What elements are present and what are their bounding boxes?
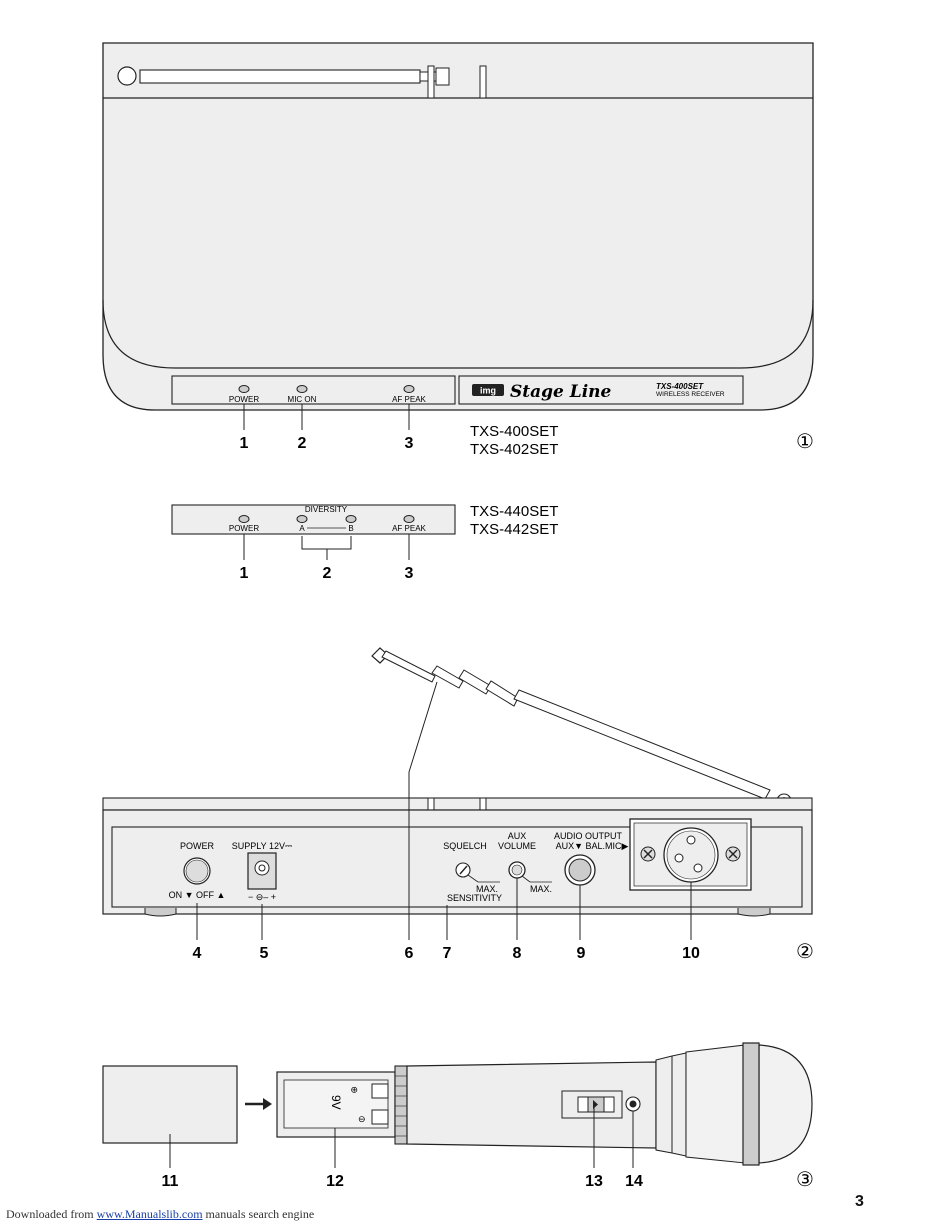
figure-3-marker: ③ [796, 1169, 814, 1191]
aux-label: AUX [508, 831, 527, 841]
audio-output-label: AUDIO OUTPUT [554, 831, 623, 841]
diversity-led-panel: DIVERSITY POWER A B AF PEAK [171, 504, 456, 535]
svg-text:⊕: ⊕ [350, 1085, 358, 1095]
brand-model: TXS-400SET [656, 382, 704, 391]
footer: Downloaded from www.Manualslib.com manua… [6, 1207, 314, 1222]
callout-9: 9 [577, 945, 586, 962]
callouts-fig3: 11 12 13 14 [162, 1105, 643, 1190]
power-led [238, 385, 250, 393]
callout-8: 8 [513, 945, 522, 962]
squelch-label: SQUELCH [443, 841, 487, 851]
callout-3: 3 [405, 435, 414, 452]
figure-2-marker: ② [796, 941, 814, 963]
callout-7: 7 [443, 945, 452, 962]
figure-1-marker: ① [796, 431, 814, 453]
callout-2: 2 [298, 435, 307, 452]
manualslib-link[interactable]: www.Manualslib.com [96, 1207, 203, 1221]
model-txs-440set: TXS-440SET [470, 503, 558, 520]
microphone-view: ⊕ ⊖ 9V [102, 1042, 813, 1166]
callout-4: 4 [193, 945, 202, 962]
svg-text:⊖: ⊖ [358, 1114, 366, 1124]
callouts-fig1a: 1 2 3 [240, 404, 414, 452]
polarity-label: − ⊖– + [248, 892, 276, 902]
antenna-folded [117, 65, 487, 99]
diversity-a-label: A [299, 524, 305, 533]
squelch-max-label: MAX. [476, 884, 498, 894]
sensitivity-label: SENSITIVITY [447, 893, 502, 903]
receiver-rear-view: POWER ON ▼ OFF ▲ SUPPLY 12V⎓ − ⊖– + SQUE… [102, 647, 813, 917]
callout-10: 10 [682, 945, 700, 962]
callout-6: 6 [405, 945, 414, 962]
callout-5: 5 [260, 945, 269, 962]
stage-line-logo: Stage Line [510, 382, 612, 402]
battery-9v-label: 9V [329, 1095, 343, 1110]
xlr-output-connector [629, 818, 752, 891]
callout-2: 2 [323, 565, 332, 582]
power-label: POWER [229, 524, 259, 533]
diversity-label: DIVERSITY [305, 505, 348, 514]
power-led [238, 515, 250, 523]
volume-max-label: MAX. [530, 884, 552, 894]
mic-on-led [296, 385, 308, 393]
on-off-label: ON ▼ OFF ▲ [169, 890, 226, 900]
model-txs-442set: TXS-442SET [470, 521, 558, 538]
battery-compartment: ⊕ ⊖ 9V [276, 1065, 408, 1145]
footer-prefix: Downloaded from [6, 1207, 97, 1221]
aux-bal-mic-label: AUX▼ BAL.MIC▶ [556, 841, 629, 851]
diversity-a-led [296, 515, 308, 523]
af-peak-led [403, 515, 415, 523]
svg-text:img: img [480, 386, 496, 396]
mic-on-label: MIC ON [288, 395, 317, 404]
power-label: POWER [180, 841, 215, 851]
af-peak-label: AF PEAK [392, 395, 426, 404]
callout-1: 1 [240, 565, 249, 582]
diversity-b-label: B [348, 524, 353, 533]
model-txs-400set: TXS-400SET [470, 423, 558, 440]
callout-13: 13 [585, 1173, 603, 1190]
brand-subtitle: WIRELESS RECEIVER [656, 391, 725, 398]
model-txs-402set: TXS-402SET [470, 441, 558, 458]
receiver-front-view: POWER MIC ON AF PEAK img Stage Line TXS-… [102, 42, 814, 411]
callout-11: 11 [162, 1173, 179, 1190]
supply-label: SUPPLY 12V⎓ [232, 841, 292, 851]
power-label: POWER [229, 395, 259, 404]
callout-14: 14 [625, 1173, 643, 1190]
af-peak-label: AF PEAK [392, 524, 426, 533]
callouts-fig2: 4 5 6 7 8 9 10 [193, 681, 700, 962]
battery-block [102, 1065, 238, 1144]
callout-12: 12 [326, 1173, 344, 1190]
callout-3: 3 [405, 565, 414, 582]
antenna-extended [371, 647, 792, 809]
callout-1: 1 [240, 435, 249, 452]
callouts-fig1b: 1 2 3 [240, 534, 414, 582]
diversity-b-led [345, 515, 357, 523]
volume-label: VOLUME [498, 841, 536, 851]
af-peak-led [403, 385, 415, 393]
page-number: 3 [855, 1193, 864, 1210]
brand-panel [458, 375, 744, 405]
footer-suffix: manuals search engine [202, 1207, 315, 1221]
img-logo [472, 384, 504, 396]
